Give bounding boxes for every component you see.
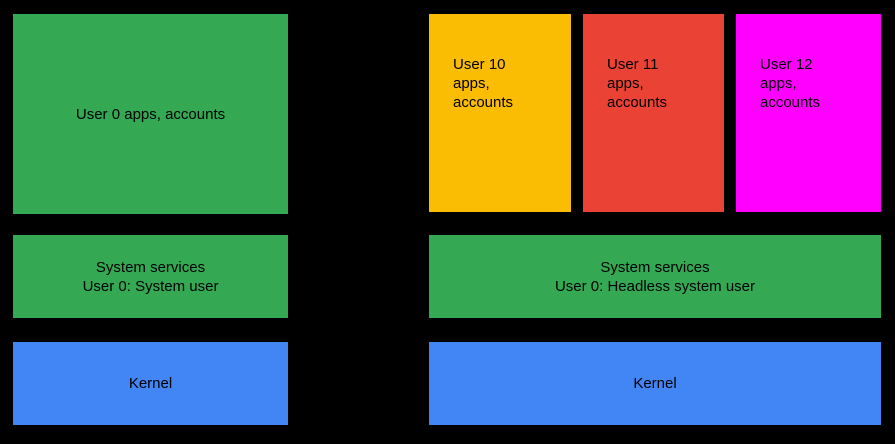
right-user-box-11: User 11 apps, accounts xyxy=(583,14,724,212)
right-kernel-box: Kernel xyxy=(429,342,881,425)
left-system-services-box: System services User 0: System user xyxy=(13,235,288,318)
left-kernel-label: Kernel xyxy=(128,375,173,392)
left-user-apps-box: User 0 apps, accounts xyxy=(13,14,288,214)
right-kernel-label: Kernel xyxy=(633,375,677,392)
left-user-apps-label: User 0 apps, accounts xyxy=(75,105,226,123)
right-user-box-11-label: User 11 apps, accounts xyxy=(607,56,668,111)
right-user-box-12: User 12 apps, accounts xyxy=(736,14,881,212)
right-system-services-label: System services User 0: Headless system … xyxy=(554,258,756,295)
right-user-box-10-label: User 10 apps, accounts xyxy=(453,56,514,111)
right-user-box-10: User 10 apps, accounts xyxy=(429,14,571,212)
left-system-services-label: System services User 0: System user xyxy=(82,258,219,295)
left-kernel-box: Kernel xyxy=(13,342,288,425)
right-user-box-12-label: User 12 apps, accounts xyxy=(760,56,821,111)
right-system-services-box: System services User 0: Headless system … xyxy=(429,235,881,318)
